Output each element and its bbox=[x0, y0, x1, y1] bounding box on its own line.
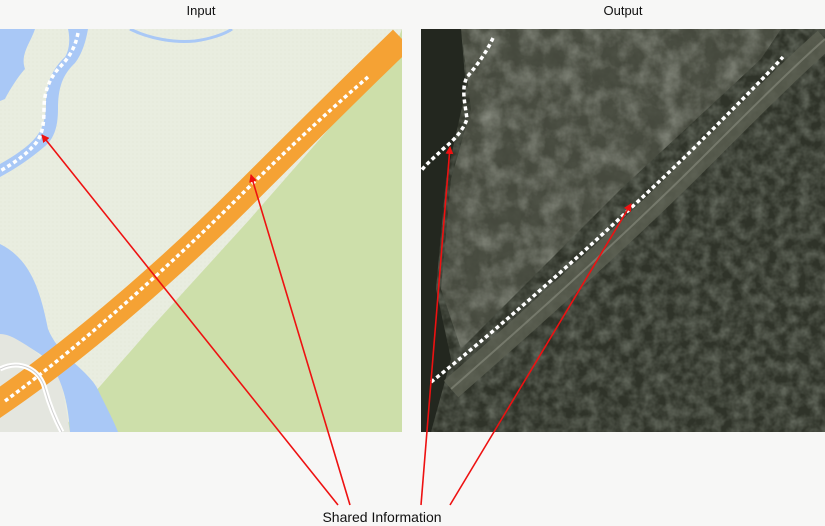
creek bbox=[129, 29, 233, 43]
dark-water-strip bbox=[421, 29, 466, 432]
arrow-to-output-upper-path bbox=[420, 146, 454, 506]
output-satellite-image bbox=[421, 29, 825, 432]
footpath-upper-left bbox=[421, 37, 495, 173]
arrow-to-input-highway bbox=[249, 174, 351, 506]
stream bbox=[0, 29, 88, 177]
output-panel-title: Output bbox=[603, 3, 643, 18]
footpath-in-stream bbox=[0, 32, 80, 173]
footpath-along-road bbox=[429, 55, 785, 384]
river bbox=[0, 29, 35, 101]
input-map-image bbox=[0, 29, 402, 432]
highway bbox=[0, 29, 402, 418]
arrow-to-output-road-path bbox=[449, 203, 632, 506]
park-area bbox=[60, 29, 402, 432]
minor-road-edge bbox=[0, 364, 63, 432]
footpath-on-highway bbox=[3, 75, 370, 403]
input-panel-title: Input bbox=[186, 3, 216, 18]
shared-information-label: Shared Information bbox=[322, 509, 442, 525]
water-body bbox=[0, 244, 118, 432]
arrow-to-input-stream bbox=[41, 134, 339, 506]
